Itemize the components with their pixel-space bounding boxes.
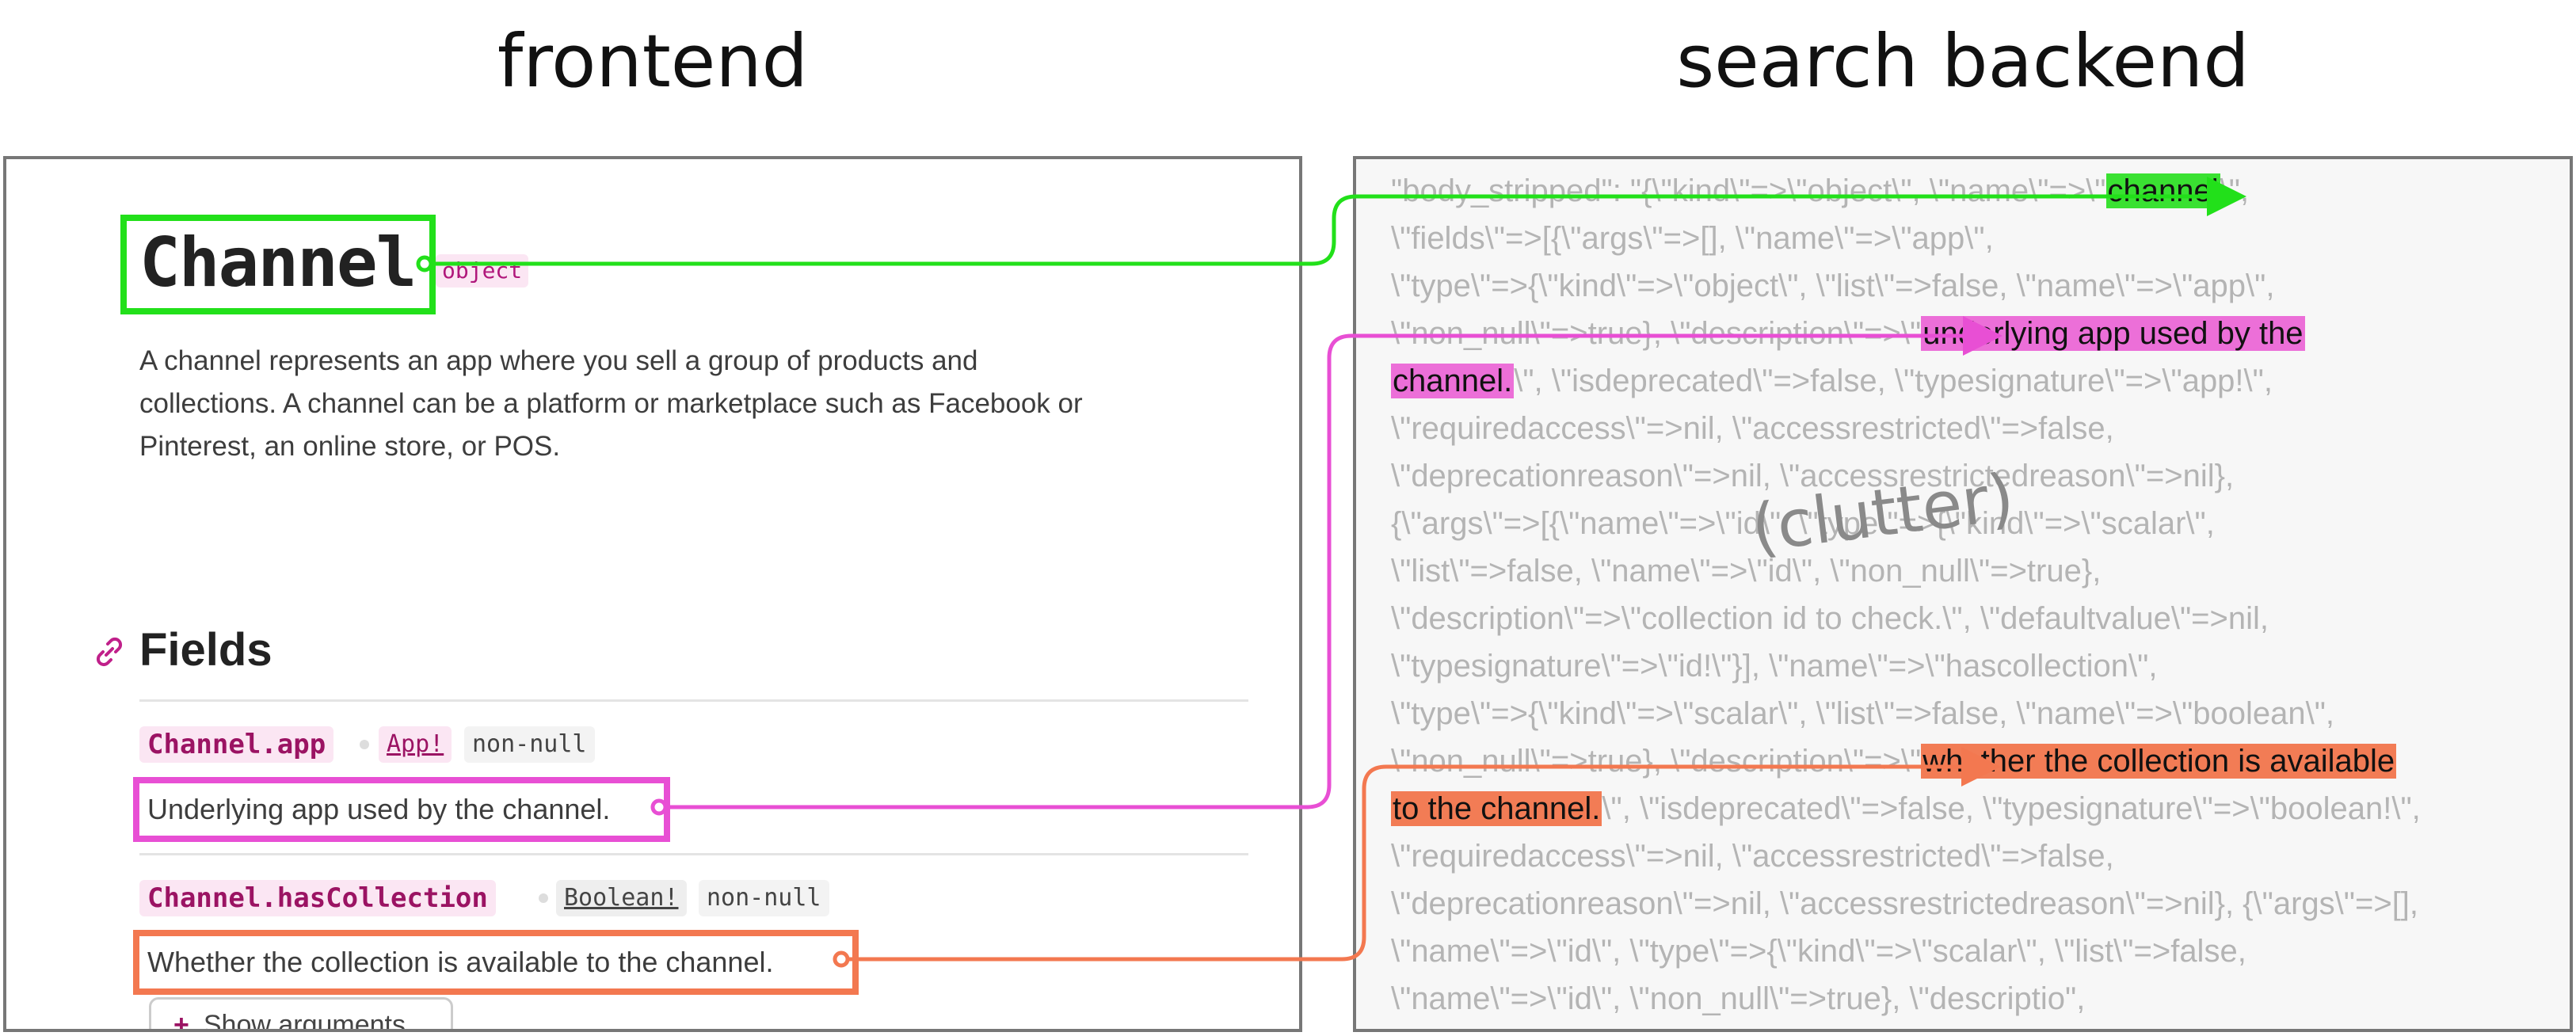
code-text: "body_stripped": "{\"kind\"=>\"object\",… — [1391, 173, 2106, 208]
separator-dot — [539, 893, 548, 903]
code-text: \"requiredaccess\"=>nil, \"accessrestric… — [1391, 839, 2114, 874]
code-text: \"typesignature\"=>\"id!\"}], \"name\"=>… — [1391, 649, 2158, 684]
fields-heading: Fields — [139, 624, 272, 676]
field-type-link[interactable]: App! — [379, 726, 452, 763]
code-line: channel.\", \"isdeprecated\"=>false, \"t… — [1391, 359, 2273, 403]
code-line: to the channel.\", \"isdeprecated\"=>fal… — [1391, 787, 2421, 831]
code-text: \", — [2220, 173, 2250, 208]
code-text: \"deprecationreason\"=>nil, \"accessrest… — [1391, 886, 2419, 921]
code-line: \"type\"=>{\"kind\"=>\"scalar\", \"list\… — [1391, 691, 2334, 736]
non-null-badge: non-null — [699, 880, 829, 916]
code-line: \"name\"=>\"id\", \"non_null\"=>true}, \… — [1391, 977, 2085, 1021]
code-text: \"list\"=>false, \"name\"=>\"id\", \"non… — [1391, 554, 2102, 588]
code-line: \"deprecationreason\"=>nil, \"accessrest… — [1391, 882, 2418, 926]
code-line: \"requiredaccess\"=>nil, \"accessrestric… — [1391, 406, 2114, 451]
code-text: \", \"isdeprecated\"=>false, \"typesigna… — [1514, 364, 2273, 398]
field-description: Underlying app used by the channel. — [147, 793, 611, 825]
code-text: \", \"isdeprecated\"=>false, \"typesigna… — [1602, 791, 2421, 826]
description-line: Pinterest, an online store, or POS. — [139, 431, 561, 462]
code-text: \"description\"=>\"collection id to chec… — [1391, 601, 2269, 636]
code-line: \"type\"=>{\"kind\"=>\"object\", \"list\… — [1391, 264, 2274, 308]
code-text: \"non_null\"=>true}, \"description\"=>\" — [1391, 316, 1922, 351]
object-title: Channel — [139, 223, 417, 303]
pink-highlighted-text: underlying app used by the — [1921, 316, 2305, 351]
description-line: collections. A channel can be a platform… — [139, 388, 1083, 419]
description-line: A channel represents an app where you se… — [139, 345, 978, 376]
code-text: \"name\"=>\"id\", \"type\"=>{\"kind\"=>\… — [1391, 934, 2246, 969]
code-text: \"name\"=>\"id\", \"non_null\"=>true}, \… — [1391, 981, 2086, 1016]
show-arguments-button[interactable]: + Show arguments — [149, 997, 453, 1032]
anchor-link-icon[interactable] — [92, 634, 127, 669]
code-line: \"non_null\"=>true}, \"description\"=>\"… — [1391, 739, 2397, 783]
code-text: \"type\"=>{\"kind\"=>\"scalar\", \"list\… — [1391, 696, 2335, 731]
backend-heading: search backend — [1676, 19, 2250, 104]
code-text: \"non_null\"=>true}, \"description\"=>\" — [1391, 744, 1922, 779]
orange-highlight-box — [133, 930, 859, 995]
code-line: \"non_null\"=>true}, \"description\"=>\"… — [1391, 311, 2305, 356]
code-line: \"description\"=>\"collection id to chec… — [1391, 596, 2269, 641]
divider — [139, 699, 1248, 702]
object-description: A channel represents an app where you se… — [139, 340, 1248, 468]
code-text: \"requiredaccess\"=>nil, \"accessrestric… — [1391, 411, 2114, 446]
code-line: \"list\"=>false, \"name\"=>\"id\", \"non… — [1391, 549, 2101, 593]
code-line: \"fields\"=>[{\"args\"=>[], \"name\"=>\"… — [1391, 216, 1994, 261]
field-type-link[interactable]: Boolean! — [556, 880, 687, 916]
show-arguments-label: Show arguments — [203, 1010, 406, 1032]
code-line: \"requiredaccess\"=>nil, \"accessrestric… — [1391, 834, 2114, 878]
code-line: "body_stripped": "{\"kind\"=>\"object\",… — [1391, 169, 2249, 213]
green-highlighted-text: channel — [2105, 173, 2220, 208]
code-text: \"type\"=>{\"kind\"=>\"object\", \"list\… — [1391, 269, 2275, 303]
code-text: \"fields\"=>[{\"args\"=>[], \"name\"=>\"… — [1391, 221, 1994, 256]
separator-dot — [360, 740, 369, 749]
frontend-heading: frontend — [497, 19, 809, 104]
pink-highlighted-text: channel. — [1391, 364, 1515, 398]
divider — [139, 853, 1248, 855]
field-name-app[interactable]: Channel.app — [139, 726, 334, 763]
orange-highlighted-text: whether the collection is available — [1921, 744, 2397, 779]
object-kind-tag: object — [436, 254, 529, 288]
orange-highlighted-text: to the channel. — [1391, 791, 1602, 826]
field-name-hascollection[interactable]: Channel.hasCollection — [139, 880, 496, 916]
code-line: \"name\"=>\"id\", \"type\"=>{\"kind\"=>\… — [1391, 929, 2246, 973]
non-null-badge: non-null — [464, 726, 595, 763]
code-line: \"typesignature\"=>\"id!\"}], \"name\"=>… — [1391, 644, 2157, 688]
frontend-panel: Channel object A channel represents an a… — [3, 156, 1302, 1032]
plus-icon: + — [173, 1010, 189, 1032]
backend-panel: "body_stripped": "{\"kind\"=>\"object\",… — [1353, 156, 2573, 1032]
field-description: Whether the collection is available to t… — [147, 946, 774, 978]
